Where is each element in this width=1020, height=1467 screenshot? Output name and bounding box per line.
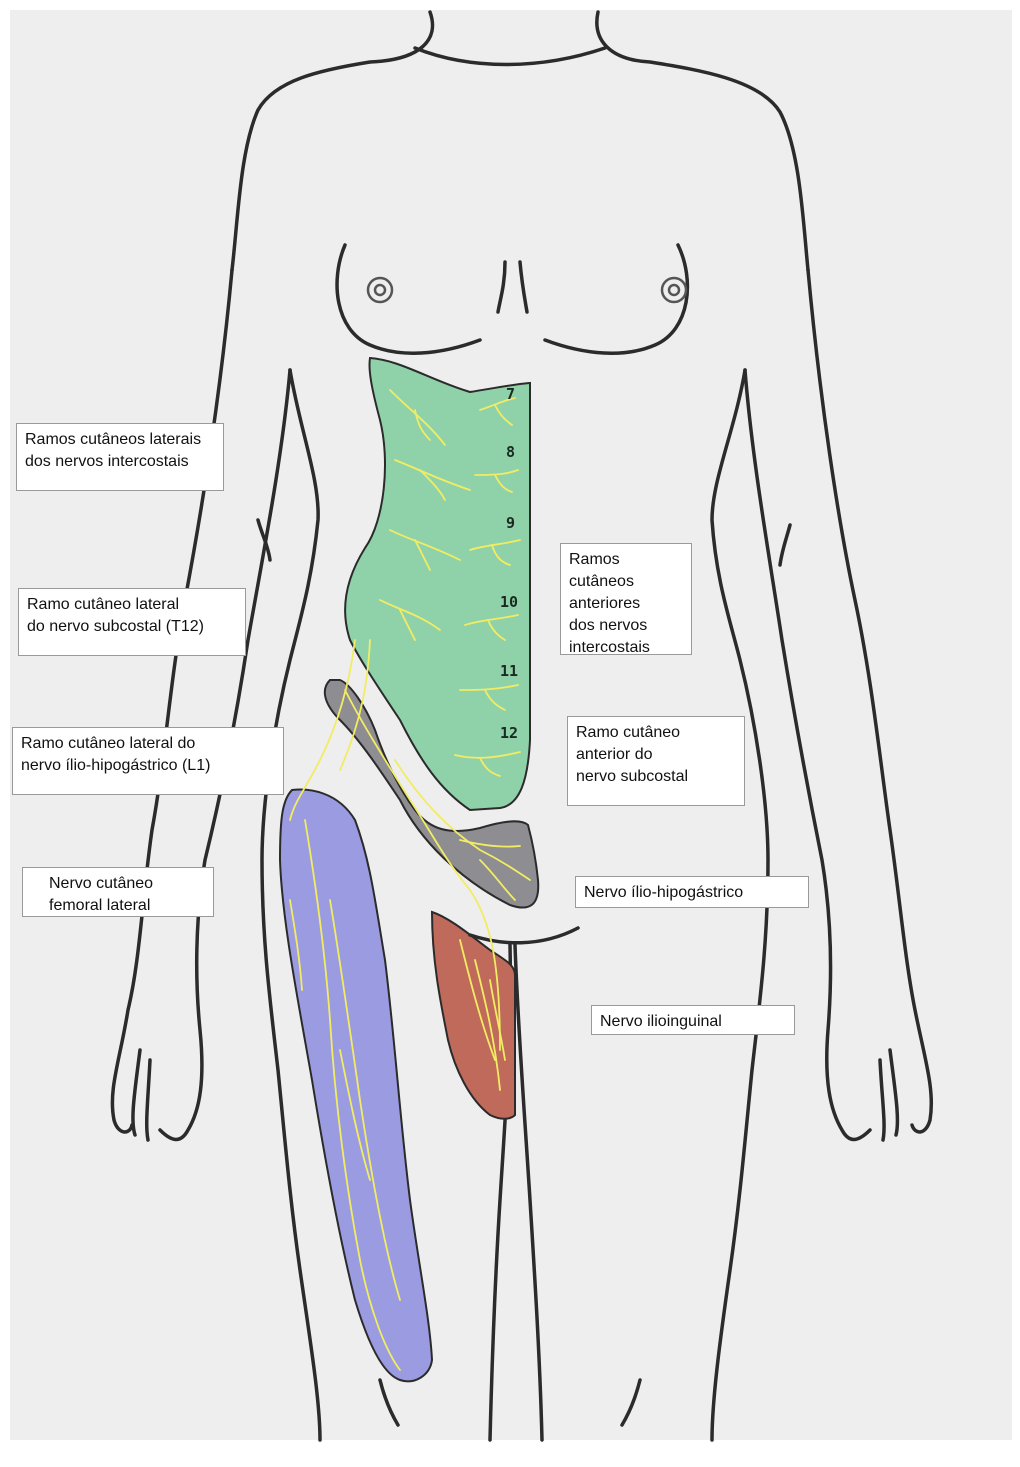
segment-number: 12 bbox=[500, 724, 518, 742]
segment-number: 7 bbox=[506, 385, 515, 403]
label-lateral-subcostal: Ramo cutâneo lateral do nervo subcostal … bbox=[18, 588, 246, 656]
label-anterior-intercostal: Ramos cutâneos anteriores dos nervos int… bbox=[560, 543, 692, 655]
label-lateral-intercostal: Ramos cutâneos laterais dos nervos inter… bbox=[16, 423, 224, 491]
label-lateral-iliohypogastric: Ramo cutâneo lateral do nervo ílio-hipog… bbox=[12, 727, 284, 795]
label-iliohypogastric: Nervo ílio-hipogástrico bbox=[575, 876, 809, 908]
label-ilioinguinal: Nervo ilioinguinal bbox=[591, 1005, 795, 1035]
segment-number: 11 bbox=[500, 662, 518, 680]
label-lateral-femoral: Nervo cutâneo femoral lateral bbox=[22, 867, 214, 917]
segment-number: 8 bbox=[506, 443, 515, 461]
segment-number: 10 bbox=[500, 593, 518, 611]
segment-number: 9 bbox=[506, 514, 515, 532]
label-anterior-subcostal: Ramo cutâneo anterior do nervo subcostal bbox=[567, 716, 745, 806]
